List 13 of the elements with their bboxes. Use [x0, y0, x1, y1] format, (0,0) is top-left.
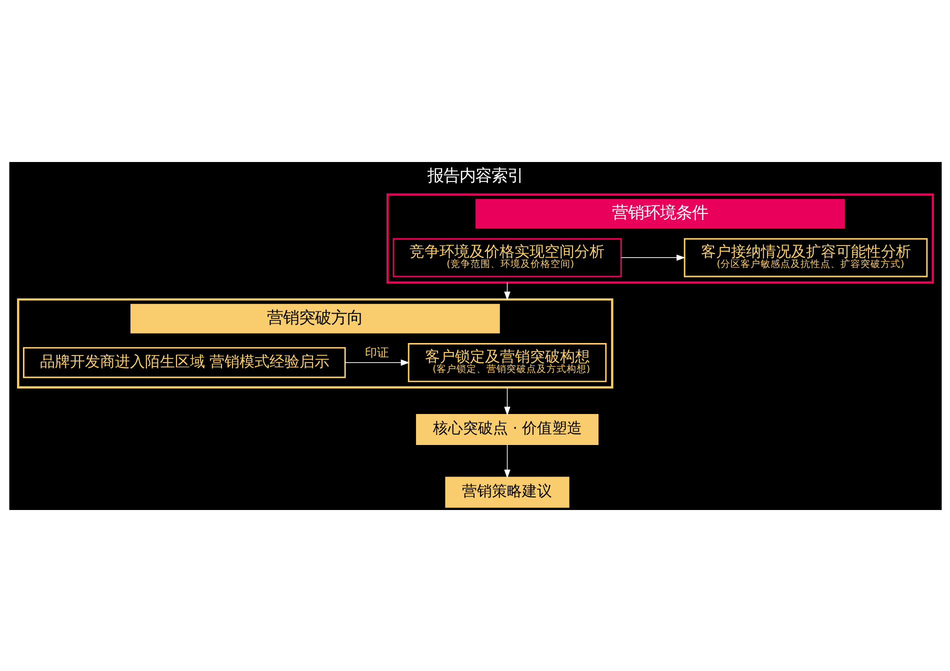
node-box: 核心突破点 · 价值塑造 — [416, 413, 598, 444]
node-box: 客户接纳情况及扩容可能性分析 (分区客户敏感点及抗性点、扩容突破方式) — [683, 238, 928, 277]
node-box: 竞争环境及价格实现空间分析 (竞争范围、环境及价格空间) — [392, 238, 622, 277]
edge-label: 印证 — [364, 345, 388, 360]
arrow — [344, 359, 410, 366]
node-box: 客户锁定及营销突破构想 (客户锁定、营销突破点及方式构想) — [407, 342, 606, 382]
node-box: 品牌开发商进入陌生区域 营销模式经验启示 — [22, 346, 346, 378]
arrow — [504, 282, 510, 300]
node-box: 营销策略建议 — [444, 476, 569, 508]
arrow — [504, 444, 510, 478]
diagram-title: 报告内容索引 — [427, 165, 523, 184]
arrow — [504, 386, 510, 416]
arrow — [620, 254, 685, 260]
